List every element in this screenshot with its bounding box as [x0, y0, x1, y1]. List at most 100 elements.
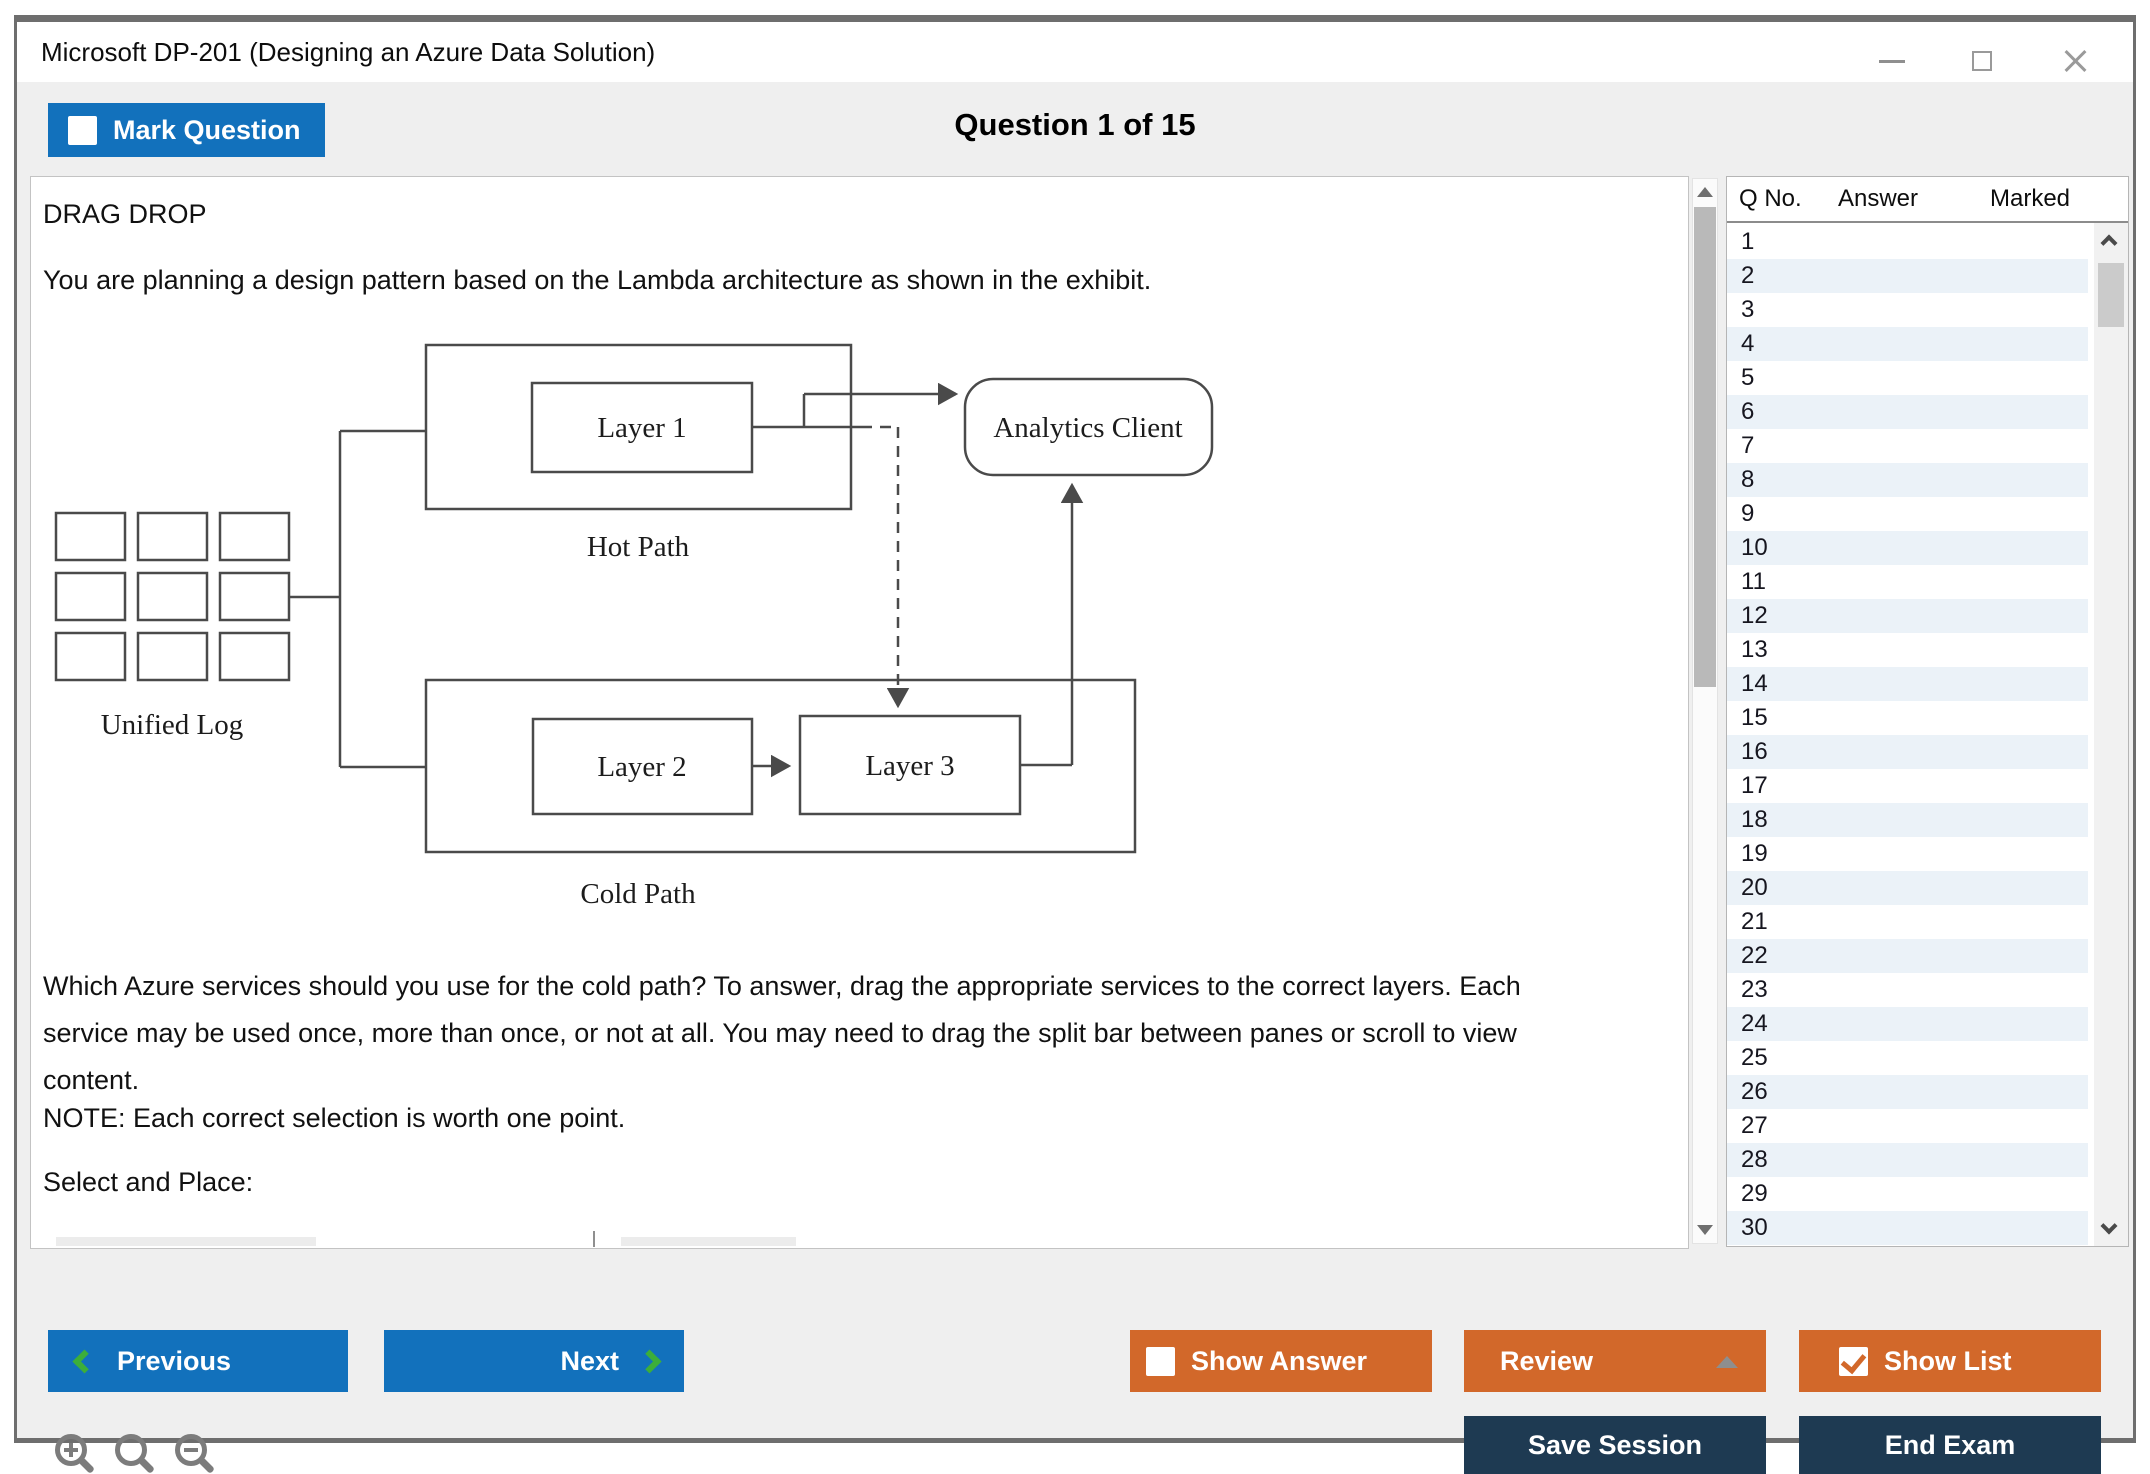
question-list-row[interactable]: 13	[1727, 633, 2088, 667]
select-and-place-label: Select and Place:	[43, 1167, 254, 1197]
minimize-icon[interactable]	[1879, 60, 1905, 63]
save-session-button[interactable]: Save Session	[1464, 1416, 1766, 1474]
scroll-down-icon[interactable]	[2100, 1217, 2118, 1235]
question-number: 26	[1741, 1078, 1768, 1105]
question-number: 11	[1741, 568, 1766, 595]
question-list-row[interactable]: 7	[1727, 429, 2088, 463]
question-note: NOTE: Each correct selection is worth on…	[43, 1103, 626, 1133]
mark-question-button[interactable]: Mark Question	[48, 103, 325, 157]
question-type-label: DRAG DROP	[43, 199, 207, 229]
question-number: 12	[1741, 602, 1768, 629]
question-list-row[interactable]: 18	[1727, 803, 2088, 837]
question-list-row[interactable]: 19	[1727, 837, 2088, 871]
question-number: 25	[1741, 1044, 1768, 1071]
question-body-line: Which Azure services should you use for …	[43, 971, 1521, 1001]
app-window: Microsoft DP-201 (Designing an Azure Dat…	[14, 15, 2136, 1474]
question-list-row[interactable]: 11	[1727, 565, 2088, 599]
title-bar: Microsoft DP-201 (Designing an Azure Dat…	[17, 22, 2133, 82]
cutoff-content	[621, 1237, 796, 1246]
maximize-icon[interactable]	[1972, 51, 1992, 71]
question-list-scrollbar[interactable]	[2094, 223, 2128, 1246]
zoom-in-icon[interactable]	[55, 1434, 87, 1466]
mark-question-checkbox[interactable]	[68, 115, 97, 145]
question-number: 16	[1741, 738, 1768, 765]
question-list-row[interactable]: 6	[1727, 395, 2088, 429]
question-number: 4	[1741, 330, 1755, 357]
content-scrollbar-thumb[interactable]	[1694, 207, 1716, 687]
layer3-label: Layer 3	[865, 750, 954, 782]
question-number: 5	[1741, 364, 1755, 391]
question-list-row[interactable]: 21	[1727, 905, 2088, 939]
question-list-row[interactable]: 4	[1727, 327, 2088, 361]
zoom-out-icon[interactable]	[175, 1434, 207, 1466]
question-number: 10	[1741, 534, 1768, 561]
question-body-line: service may be used once, more than once…	[43, 1018, 1517, 1048]
layer2-label: Layer 2	[597, 751, 686, 783]
close-icon[interactable]	[2063, 49, 2087, 73]
question-number: 2	[1741, 262, 1755, 289]
show-list-checkbox[interactable]	[1839, 1346, 1868, 1376]
question-number: 17	[1741, 772, 1768, 799]
question-list-row[interactable]: 12	[1727, 599, 2088, 633]
question-list-row[interactable]: 2	[1727, 259, 2088, 293]
question-list-row[interactable]: 16	[1727, 735, 2088, 769]
question-list-row[interactable]: 17	[1727, 769, 2088, 803]
question-number: 19	[1741, 840, 1768, 867]
lambda-architecture-exhibit: Layer 1 Hot Path Analytics Client Layer …	[54, 343, 1214, 910]
show-list-button[interactable]: Show List	[1799, 1330, 2101, 1392]
cold-path-box	[424, 678, 1137, 854]
layer1-box	[530, 381, 754, 474]
question-list-row[interactable]: 3	[1727, 293, 2088, 327]
scroll-up-icon[interactable]	[1697, 187, 1713, 197]
scroll-up-icon[interactable]	[2100, 234, 2118, 252]
question-list-row[interactable]: 15	[1727, 701, 2088, 735]
question-list-row[interactable]: 14	[1727, 667, 2088, 701]
question-list-row[interactable]: 29	[1727, 1177, 2088, 1211]
question-counter: Question 1 of 15	[954, 107, 1196, 142]
question-list-row[interactable]: 5	[1727, 361, 2088, 395]
question-number: 20	[1741, 874, 1768, 901]
question-list-row[interactable]: 25	[1727, 1041, 2088, 1075]
question-list-row[interactable]: 23	[1727, 973, 2088, 1007]
next-label: Next	[560, 1345, 619, 1376]
question-list-row[interactable]: 1	[1727, 225, 2088, 259]
window-title: Microsoft DP-201 (Designing an Azure Dat…	[41, 37, 656, 67]
column-qno: Q No.	[1739, 185, 1802, 212]
question-list-row[interactable]: 22	[1727, 939, 2088, 973]
question-list-scrollbar-thumb[interactable]	[2098, 263, 2124, 327]
previous-button[interactable]: Previous	[48, 1330, 348, 1392]
question-intro: You are planning a design pattern based …	[43, 265, 1152, 295]
triangle-up-icon	[1716, 1356, 1738, 1368]
end-exam-button[interactable]: End Exam	[1799, 1416, 2101, 1474]
show-answer-button[interactable]: Show Answer	[1130, 1330, 1432, 1392]
content-scrollbar[interactable]	[1692, 178, 1718, 1244]
end-exam-label: End Exam	[1884, 1429, 2016, 1460]
next-button[interactable]: Next	[384, 1330, 684, 1392]
question-list-row[interactable]: 27	[1727, 1109, 2088, 1143]
show-answer-checkbox[interactable]	[1146, 1346, 1175, 1376]
zoom-reset-icon[interactable]	[115, 1434, 147, 1466]
show-list-label: Show List	[1884, 1345, 2012, 1376]
layer2-box	[531, 717, 754, 816]
question-number: 29	[1741, 1180, 1768, 1207]
question-list-row[interactable]: 8	[1727, 463, 2088, 497]
question-list-row[interactable]: 9	[1727, 497, 2088, 531]
question-number: 9	[1741, 500, 1755, 527]
question-list-row[interactable]: 24	[1727, 1007, 2088, 1041]
mark-question-label: Mark Question	[113, 114, 301, 145]
question-number: 18	[1741, 806, 1768, 833]
cutoff-content	[593, 1231, 595, 1247]
question-list-row[interactable]: 10	[1727, 531, 2088, 565]
question-number: 1	[1741, 228, 1755, 255]
review-button[interactable]: Review	[1464, 1330, 1766, 1392]
column-answer: Answer	[1837, 185, 1919, 212]
question-number: 7	[1741, 432, 1755, 459]
question-list-row[interactable]: 26	[1727, 1075, 2088, 1109]
question-list-row[interactable]: 20	[1727, 871, 2088, 905]
hot-path-label: Hot Path	[587, 531, 690, 563]
question-list-row[interactable]: 30	[1727, 1211, 2088, 1245]
scroll-down-icon[interactable]	[1697, 1225, 1713, 1235]
question-list-row[interactable]: 28	[1727, 1143, 2088, 1177]
unified-log-grid	[54, 511, 291, 682]
